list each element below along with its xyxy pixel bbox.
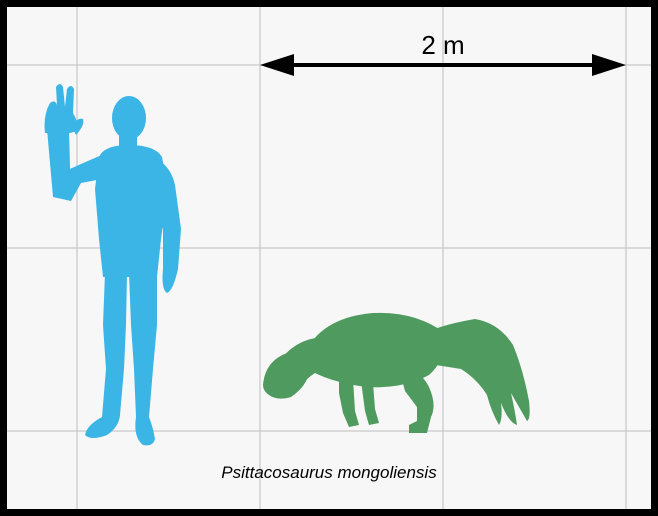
scale-bar-label: 2 m — [421, 30, 464, 60]
scale-diagram: 2 m — [7, 7, 651, 509]
human-silhouette-icon — [45, 84, 181, 445]
species-label: Psittacosaurus mongoliensis — [7, 463, 651, 483]
psittacosaurus-silhouette-icon — [263, 313, 530, 433]
